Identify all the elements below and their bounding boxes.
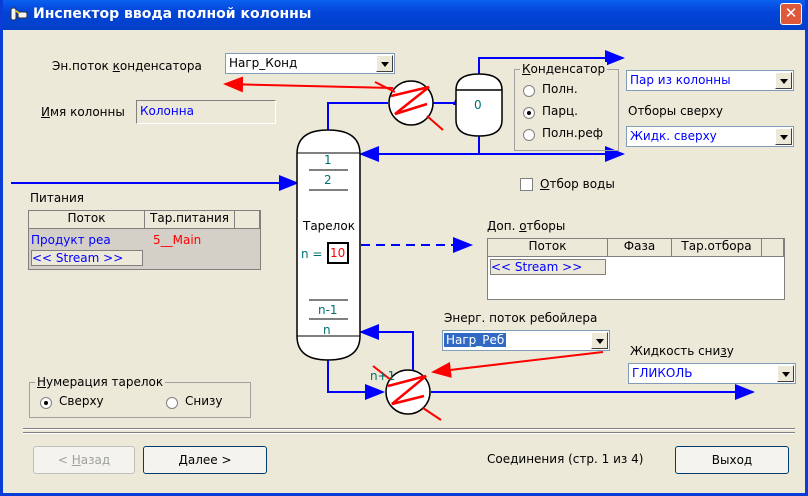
side-draws-label: Доп. отборы <box>487 219 566 233</box>
tray-n-plus-1-label: n+1 <box>370 369 396 383</box>
condenser-total-radio[interactable] <box>523 85 535 97</box>
condenser-total-label: Полн. <box>542 82 578 96</box>
bottoms-label: Жидкость снизу <box>630 344 734 358</box>
feeds-col-stream: Поток <box>29 211 145 229</box>
column-name-label: Имя колонны <box>41 105 125 119</box>
chevron-down-icon[interactable] <box>777 365 794 382</box>
vapor-product-line <box>478 50 625 74</box>
condenser-total-reflux-radio[interactable] <box>523 129 535 141</box>
window-title: Инспектор ввода полной колонны <box>33 6 312 22</box>
feed-row-1-stream[interactable]: Продукт реа <box>31 233 111 247</box>
water-draw-label: Отбор воды <box>540 177 615 191</box>
numbering-bottom-label: Снизу <box>185 394 223 408</box>
column-name-input[interactable]: Колонна <box>136 100 276 124</box>
condenser-energy-label: Эн.поток конденсатора <box>52 59 202 73</box>
back-button[interactable]: < Назад <box>33 446 135 474</box>
condenser-exchanger-icon[interactable] <box>374 80 444 131</box>
feeds-label: Питания <box>30 191 85 205</box>
tray-2-label: 2 <box>324 173 332 187</box>
overhead-draws-label: Отборы сверху <box>628 104 723 118</box>
condenser-drum-icon[interactable] <box>455 73 503 137</box>
bottoms-line <box>327 360 385 400</box>
condenser-drum-label: 0 <box>474 98 482 112</box>
trays-label: Тарелок <box>303 219 355 233</box>
dialog-body: Эн.поток конденсатора Нагр_Конд Имя коло… <box>3 30 805 493</box>
chevron-down-icon[interactable] <box>591 332 608 349</box>
exit-button[interactable]: Выход <box>675 446 789 474</box>
water-draw-checkbox[interactable] <box>520 178 533 191</box>
condenser-energy-combo[interactable]: Нагр_Конд <box>225 53 395 74</box>
tray-n-minus-1-label: n-1 <box>318 303 338 317</box>
feed-row-1-tray[interactable]: 5__Main <box>153 233 202 247</box>
overhead-vapor-line <box>327 102 388 140</box>
condenser-partial-label: Парц. <box>542 104 578 118</box>
numbering-top-radio[interactable] <box>40 397 52 409</box>
condenser-total-reflux-label: Полн.реф <box>542 126 603 140</box>
condenser-group-title: Конденсатор <box>520 62 608 76</box>
tray-n-label: n <box>323 323 331 337</box>
overhead-vapor-value: Пар из колонны <box>630 73 731 87</box>
side-row-1-stream[interactable]: << Stream >> <box>490 259 606 275</box>
feed-row-2-stream[interactable]: << Stream >> <box>31 250 143 266</box>
bottoms-value: ГЛИКОЛЬ <box>632 366 693 380</box>
chevron-down-icon[interactable] <box>775 72 792 89</box>
side-col-tray: Тар.отбора <box>672 239 762 257</box>
reboiler-exchanger-icon[interactable] <box>372 365 442 421</box>
numbering-group-title: Нумерация тарелок <box>35 375 166 389</box>
feeds-table: Поток Тар.питания Продукт реа 5__Main <<… <box>28 210 261 270</box>
numbering-top-label: Сверху <box>59 394 104 408</box>
overhead-draws-value: Жидк. сверху <box>630 129 717 143</box>
close-button[interactable]: ✕ <box>780 3 802 25</box>
boilup-line <box>359 324 414 376</box>
condenser-energy-stream <box>223 76 394 93</box>
tray-count-label: n = <box>301 247 323 261</box>
page-status: Соединения (стр. 1 из 4) <box>487 452 644 466</box>
footer-separator <box>23 428 795 430</box>
numbering-bottom-radio[interactable] <box>166 397 178 409</box>
title-bar: Инспектор ввода полной колонны ✕ <box>3 0 805 30</box>
side-draws-table: Поток Фаза Тар.отбора << Stream >> <box>487 238 785 300</box>
tray-1-label: 1 <box>324 153 332 167</box>
next-button[interactable]: Далее > <box>143 446 267 474</box>
overhead-vapor-combo[interactable]: Пар из колонны <box>626 70 794 91</box>
bottoms-combo[interactable]: ГЛИКОЛЬ <box>628 363 796 384</box>
reboiler-energy-label: Энерг. поток ребойлера <box>444 311 598 325</box>
chevron-down-icon[interactable] <box>775 128 792 145</box>
tray-count-input[interactable]: 10 <box>327 242 349 264</box>
feeds-col-blank <box>235 211 260 229</box>
feeds-col-tray: Тар.питания <box>145 211 235 229</box>
side-col-stream: Поток <box>488 239 608 257</box>
footer-separator-2 <box>23 432 795 434</box>
reboiler-energy-value: Нагр_Реб <box>444 333 507 347</box>
column-diagram <box>11 50 755 421</box>
side-col-phase: Фаза <box>608 239 672 257</box>
side-col-blank <box>762 239 784 257</box>
chevron-down-icon[interactable] <box>376 55 393 72</box>
app-icon <box>10 7 28 21</box>
condenser-energy-value: Нагр_Конд <box>229 56 298 70</box>
reboiler-energy-combo[interactable]: Нагр_Реб <box>442 330 610 351</box>
overhead-draws-combo[interactable]: Жидк. сверху <box>626 126 794 147</box>
reboiler-energy-stream <box>431 351 604 378</box>
condenser-partial-radio[interactable] <box>523 107 535 119</box>
reflux-line <box>359 134 480 162</box>
